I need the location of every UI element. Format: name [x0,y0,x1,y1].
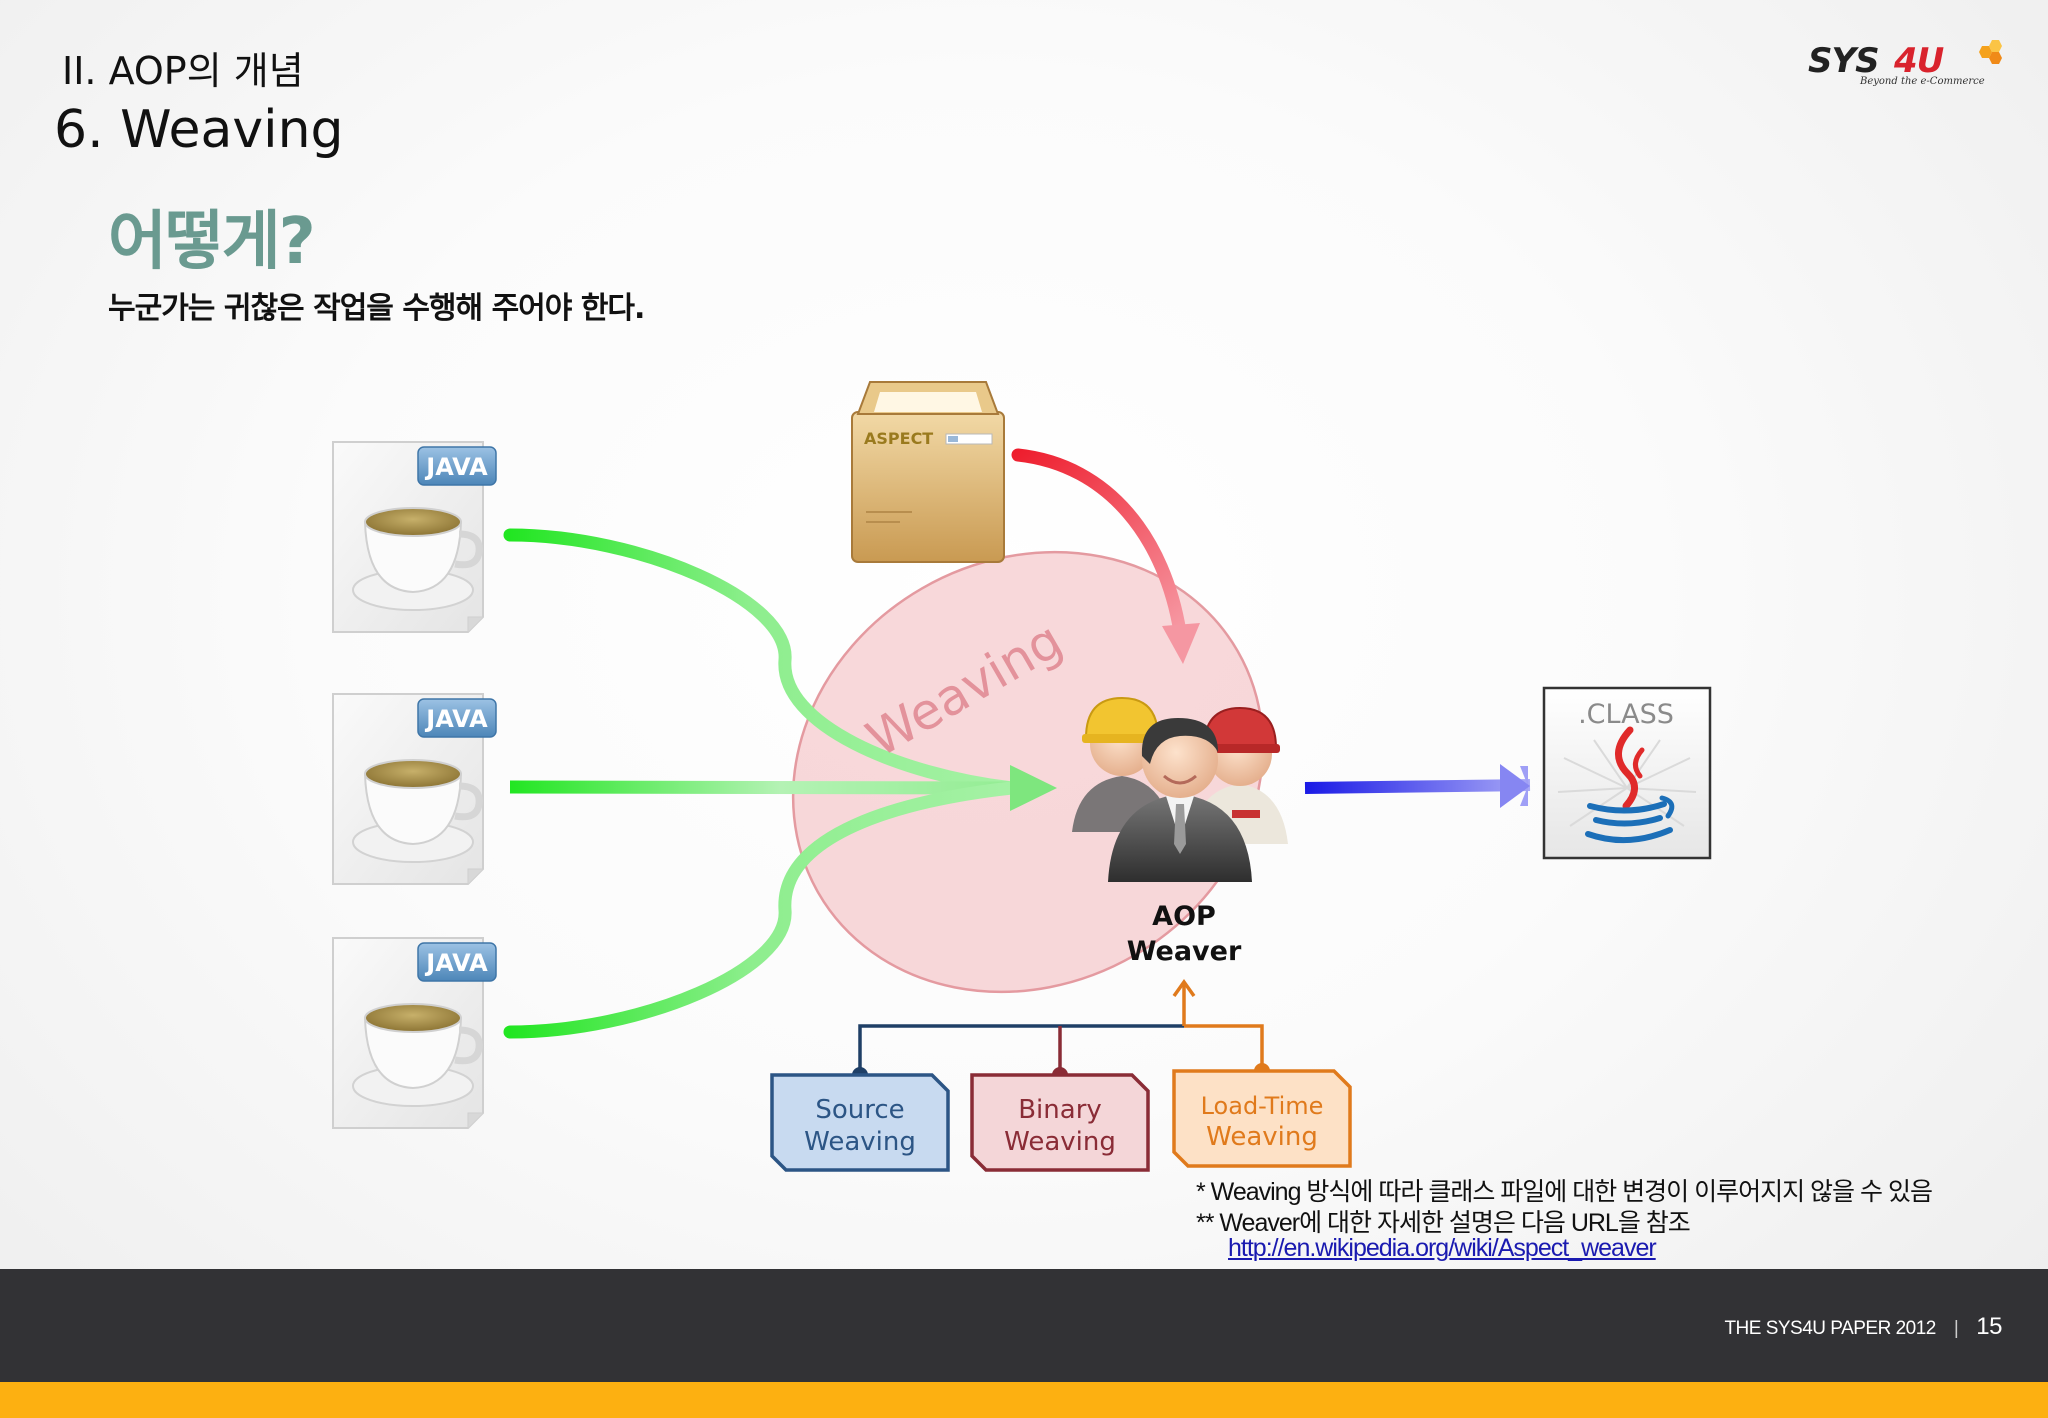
svg-text:4U: 4U [1893,41,1944,81]
section-heading: II. AOP의 개념 [62,49,304,93]
footer-accent-bar [0,1382,2048,1418]
blue-arrowhead [1520,766,1528,806]
loadtime-weaving-line2: Weaving [1206,1122,1318,1152]
green-arrow-middle [509,780,1013,795]
weaving-diagram: Weaving JAVA JAVA JAVA ASPECT [332,381,1712,1172]
note-weaving-method: * Weaving 방식에 따라 클래스 파일에 대한 변경이 이루어지지 않을… [1196,1178,1933,1206]
source-weaving-line2: Weaving [804,1127,916,1157]
loadtime-connector [1184,1024,1264,1070]
source-weaving-line1: Source [815,1095,904,1125]
subtitle: 누군가는 귀찮은 작업을 수행해 주어야 한다. [108,291,645,326]
weaver-label-line1: AOP [1152,901,1216,932]
java-badge: JAVA [424,453,488,481]
red-arrow [1011,448,1187,639]
aop-weaver-icon [1072,696,1288,882]
java-file-2: JAVA [332,693,497,885]
java-badge: JAVA [424,705,488,733]
java-file-1: JAVA [332,441,497,633]
binary-weaving-box: Binary Weaving [970,1073,1150,1172]
aspect-box: ASPECT [851,381,1005,563]
class-label: .CLASS [1578,699,1674,730]
footer-info: THE SYS4U PAPER 2012 | 15 [1724,1313,2002,1341]
footer-paper-label: THE SYS4U PAPER 2012 [1724,1318,1936,1339]
green-arrow-bottom [503,781,1019,1039]
binary-weaving-line2: Weaving [1004,1127,1116,1157]
note-weaver-reference: ** Weaver에 대한 자세한 설명은 다음 URL을 참조 [1196,1209,1691,1237]
svg-text:SYS: SYS [1808,41,1879,81]
footer-separator: | [1953,1318,1959,1339]
green-arrowhead [1010,765,1057,811]
java-badge: JAVA [424,949,488,977]
source-weaving-box: Source Weaving [770,1073,950,1172]
blue-arrowhead-tip [1500,764,1530,808]
logo-tagline: Beyond the e-Commerce [1859,76,1985,87]
java-file-3: JAVA [332,937,497,1129]
sys4u-logo: SYS 4U Beyond the e-Commerce [1808,40,2002,87]
binary-weaving-line1: Binary [1018,1095,1102,1125]
footer-band [0,1269,2048,1382]
source-connector [858,1024,1184,1074]
aspect-label: ASPECT [864,429,933,448]
page-title: 6. Weaving [54,100,344,160]
blue-arrow [1304,779,1531,794]
weaver-label-line2: Weaver [1127,936,1242,967]
loadtime-weaving-box: Load-Time Weaving [1172,1069,1352,1168]
class-file-icon: .CLASS [1542,686,1712,860]
red-arrowhead [1162,623,1200,664]
green-arrow-top [503,528,1019,795]
page-number: 15 [1976,1313,2002,1340]
aspect-weaver-link[interactable]: http://en.wikipedia.org/wiki/Aspect_weav… [1228,1234,1657,1262]
question-heading: 어떻게? [108,205,316,279]
loadtime-weaving-line1: Load-Time [1201,1092,1324,1120]
